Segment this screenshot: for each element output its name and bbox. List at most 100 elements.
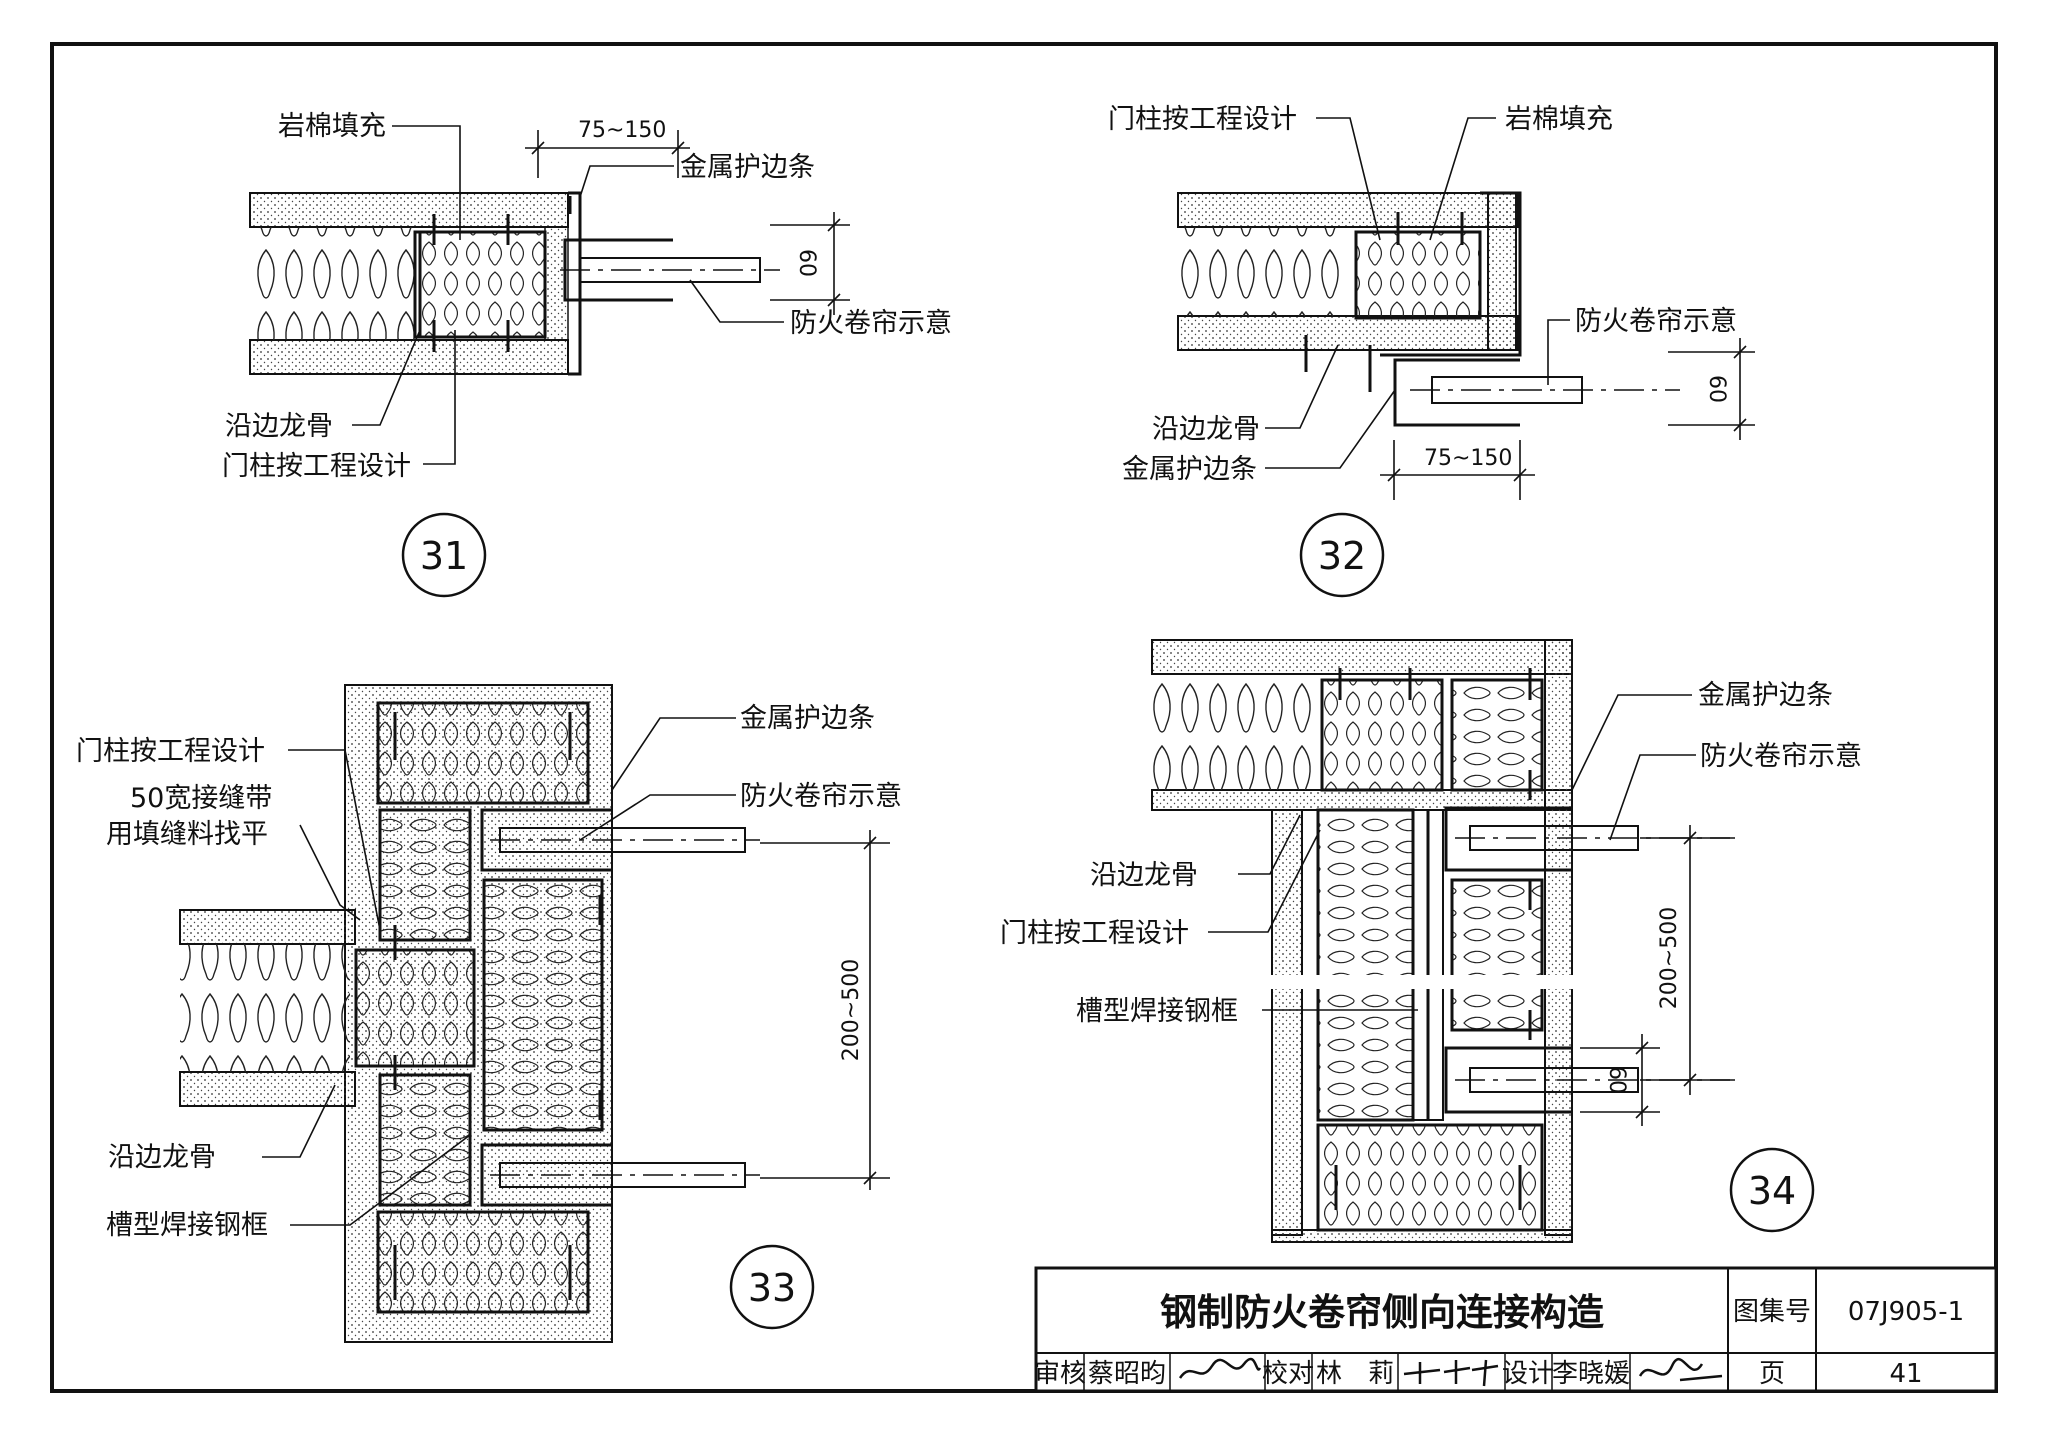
label-door-post: 门柱按工程设计 — [1000, 918, 1189, 949]
label-joint-tape-2: 用填缝料找平 — [106, 819, 268, 850]
wall-bottom-board — [1177, 315, 1519, 351]
label-rock-wool: 岩棉填充 — [1505, 104, 1613, 135]
wall-insulation — [250, 227, 415, 340]
review-label: 审核 — [1034, 1359, 1086, 1389]
left-upper-panel — [378, 808, 472, 942]
reviewer-name: 蔡昭昀 — [1088, 1359, 1166, 1389]
label-door-post: 门柱按工程设计 — [1108, 104, 1297, 135]
title-block: 钢制防火卷帘侧向连接构造 图集号 07J905-1 审核 蔡昭昀 校对 林 莉 … — [1034, 1266, 1998, 1393]
break-gap — [1265, 975, 1585, 989]
wall-top-board — [1151, 639, 1573, 675]
shutter-channel-top — [480, 808, 612, 872]
wall-top-board — [179, 909, 356, 945]
label-edge-keel: 沿边龙骨 — [225, 411, 333, 442]
shutter-channel-bottom — [480, 1143, 612, 1207]
detail-32-number: 32 — [1318, 534, 1366, 578]
top-panel — [376, 701, 590, 805]
shutter-channel-bottom — [1444, 1046, 1572, 1114]
designer-signature — [1638, 1358, 1723, 1382]
detail-33: 200~500 金属护边条 防火卷帘示意 门柱按工程设计 50宽接缝带 用填缝料… — [76, 684, 902, 1343]
end-board — [1544, 639, 1573, 1236]
label-edge-keel: 沿边龙骨 — [108, 1142, 216, 1173]
checker-signature — [1403, 1359, 1499, 1387]
page-label: 页 — [1759, 1359, 1785, 1389]
dim-width — [525, 130, 690, 178]
post-box — [1354, 230, 1482, 320]
shutter-slat — [1431, 376, 1583, 404]
right-panel-mid — [1450, 878, 1544, 1032]
label-edge-keel: 沿边龙骨 — [1090, 860, 1198, 891]
label-shutter: 防火卷帘示意 — [790, 308, 952, 339]
detail-33-number: 33 — [748, 1266, 796, 1310]
dim-height — [770, 212, 850, 315]
sheet-border — [50, 42, 1998, 1393]
detail-32: 60 75~150 门柱按工程设计 岩棉填充 防火卷帘示意 沿边龙骨 金属护边条… — [1108, 104, 1755, 598]
page-number: 41 — [1889, 1359, 1922, 1389]
panel-top-right — [1450, 678, 1544, 792]
detail-33-circle — [729, 1244, 815, 1330]
atlas-number: 07J905-1 — [1848, 1297, 1964, 1327]
label-edge-keel: 沿边龙骨 — [1152, 414, 1260, 445]
post-box — [418, 230, 547, 339]
wall-insulation — [180, 944, 350, 1072]
metal-edge — [568, 191, 582, 376]
left-lower-panel — [378, 1073, 472, 1207]
detail-34: 200~500 60 金属护边条 防火卷帘示意 沿边龙骨 门柱按工程设计 槽型焊… — [1000, 639, 1862, 1243]
label-shutter: 防火卷帘示意 — [1575, 306, 1737, 337]
wall-insulation — [1152, 674, 1312, 790]
detail-34-circle — [1729, 1147, 1815, 1233]
dim-height — [1580, 1034, 1660, 1126]
end-board — [1487, 192, 1517, 351]
label-metal-edge: 金属护边条 — [1698, 680, 1833, 711]
bottom-panel — [376, 1210, 590, 1314]
label-metal-edge: 金属护边条 — [680, 152, 815, 183]
detail-31-number: 31 — [420, 534, 468, 578]
dim-width-text: 75~150 — [1424, 446, 1512, 471]
detail-31: 75~150 60 岩棉填充 金属护边条 防火卷帘示意 沿边龙骨 门柱按工程设计… — [222, 111, 952, 598]
check-label: 校对 — [1262, 1359, 1314, 1389]
column-cladding — [1271, 809, 1303, 1236]
edge-keel — [413, 230, 430, 339]
label-metal-edge: 金属护边条 — [740, 703, 875, 734]
wall-bottom-board — [179, 1071, 356, 1107]
bottom-board — [1271, 1229, 1573, 1243]
right-panel — [482, 878, 604, 1132]
dim-spacing-text: 200~500 — [1657, 907, 1682, 1009]
checker-name: 林 莉 — [1316, 1359, 1394, 1389]
label-joint-tape-1: 50宽接缝带 — [130, 783, 272, 814]
detail-31-circle — [401, 512, 487, 598]
dim-height — [1668, 338, 1755, 440]
label-metal-edge: 金属护边条 — [1122, 454, 1257, 485]
post-box-top — [1320, 678, 1444, 792]
end-board — [544, 226, 569, 341]
column-panel — [1316, 808, 1415, 1122]
label-shutter: 防火卷帘示意 — [740, 781, 902, 812]
label-steel-frame: 槽型焊接钢框 — [1076, 996, 1238, 1027]
label-shutter: 防火卷帘示意 — [1700, 741, 1862, 772]
wall-top-board — [1177, 192, 1519, 228]
atlas-label: 图集号 — [1733, 1297, 1811, 1327]
design-label: 设计 — [1502, 1359, 1554, 1389]
dim-height-text: 60 — [1704, 375, 1729, 403]
dim-height-text: 60 — [1604, 1066, 1629, 1094]
wall-insulation — [1178, 227, 1348, 316]
dim-width-text: 75~150 — [578, 118, 666, 143]
shutter-channel-top — [1444, 806, 1572, 872]
bottom-panel — [1316, 1123, 1544, 1232]
label-door-post: 门柱按工程设计 — [76, 736, 265, 767]
designer-name: 李晓媛 — [1552, 1359, 1630, 1389]
dim-spacing — [760, 830, 890, 1190]
left-mid-panel — [354, 948, 476, 1068]
detail-34-number: 34 — [1748, 1169, 1796, 1213]
label-steel-frame: 槽型焊接钢框 — [106, 1210, 268, 1241]
shutter-channel — [1393, 358, 1520, 427]
label-rock-wool: 岩棉填充 — [278, 111, 386, 142]
label-door-post: 门柱按工程设计 — [222, 451, 411, 482]
drawing-title: 钢制防火卷帘侧向连接构造 — [1160, 1291, 1604, 1334]
dim-spacing — [1640, 825, 1730, 1095]
reviewer-signature — [1178, 1357, 1262, 1379]
detail-32-circle — [1299, 512, 1385, 598]
dim-width — [1380, 440, 1535, 500]
dim-spacing-text: 200~500 — [839, 959, 864, 1061]
